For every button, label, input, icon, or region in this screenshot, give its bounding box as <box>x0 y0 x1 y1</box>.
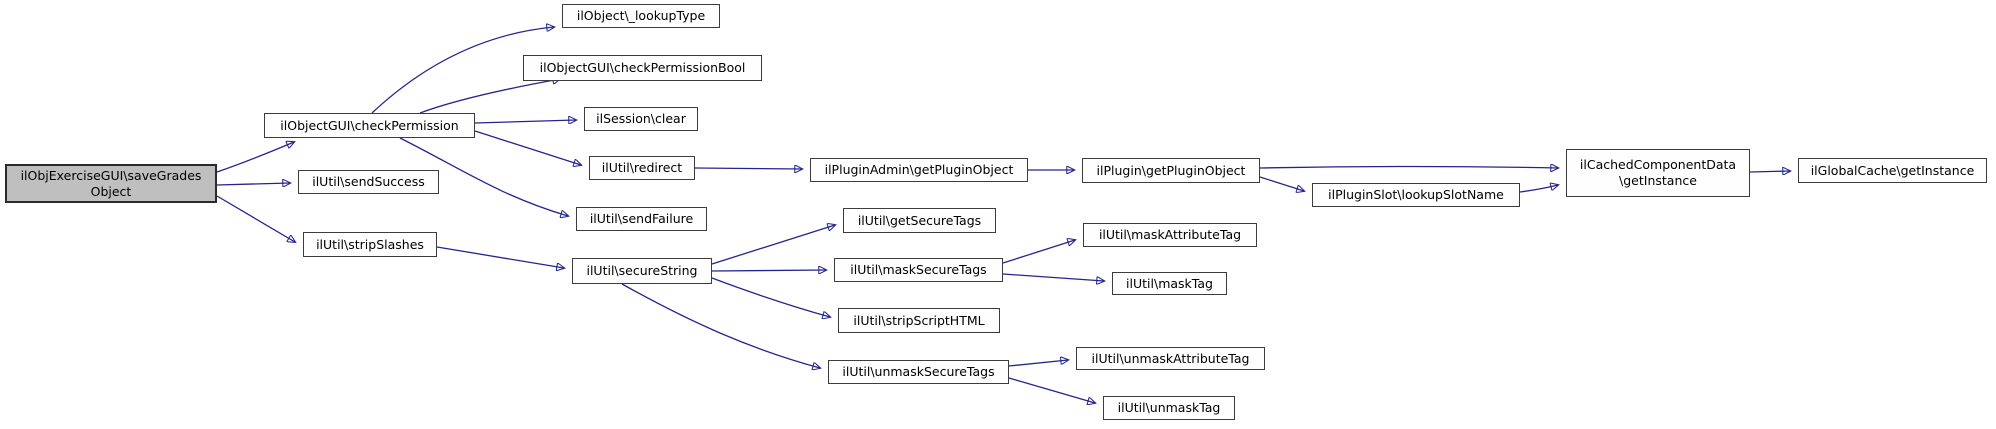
node-label: ilUtil\maskSecureTags <box>850 262 987 278</box>
edge-masksecuretags-to-maskattributetag <box>1002 240 1075 264</box>
node-ilplugin-getpluginobject[interactable]: ilPlugin\getPluginObject <box>1082 158 1260 183</box>
node-label: ilObject\_lookupType <box>576 8 706 24</box>
node-ilobject-lookuptype[interactable]: ilObject\_lookupType <box>562 4 720 28</box>
node-ilutil-maskattributetag[interactable]: ilUtil\maskAttributeTag <box>1083 223 1257 247</box>
node-ilutil-masksecuretags[interactable]: ilUtil\maskSecureTags <box>834 258 1003 282</box>
node-label: ilUtil\unmaskAttributeTag <box>1091 350 1250 366</box>
edge-unmasksecuretags-to-unmaskattributetag <box>1008 360 1068 367</box>
node-label: ilUtil\secureString <box>586 263 698 279</box>
edge-savegrades-to-sendsuccess <box>216 183 290 185</box>
node-label: ilUtil\stripSlashes <box>316 236 424 252</box>
node-label: ilCachedComponentData \getInstance <box>1579 157 1737 188</box>
node-label: ilSession\clear <box>596 111 686 127</box>
node-label: ilUtil\stripScriptHTML <box>853 312 985 328</box>
edge-savegrades-to-stripslashes <box>216 195 295 242</box>
node-label: ilUtil\maskAttributeTag <box>1098 227 1242 243</box>
node-label: ilObjectGUI\checkPermissionBool <box>539 60 746 76</box>
edge-checkpermission-to-sessionclear <box>474 120 576 123</box>
node-ilsession-clear[interactable]: ilSession\clear <box>584 107 698 131</box>
node-ilutil-unmaskattributetag[interactable]: ilUtil\unmaskAttributeTag <box>1076 347 1265 370</box>
node-ilutil-unmasksecuretags[interactable]: ilUtil\unmaskSecureTags <box>828 360 1009 384</box>
edge-securestring-to-masksecuretags <box>711 270 826 271</box>
node-ilutil-getsecuretags[interactable]: ilUtil\getSecureTags <box>843 208 996 233</box>
node-ilcachedcomponentdata-getinstance[interactable]: ilCachedComponentData \getInstance <box>1566 149 1750 197</box>
node-label: ilUtil\getSecureTags <box>857 212 982 228</box>
node-label: ilUtil\unmaskTag <box>1117 400 1221 416</box>
node-label: ilUtil\sendFailure <box>589 211 694 227</box>
node-label: ilUtil\unmaskSecureTags <box>842 364 995 380</box>
edge-masksecuretags-to-masktag <box>1002 273 1104 281</box>
node-ilutil-sendfailure[interactable]: ilUtil\sendFailure <box>576 207 707 231</box>
node-ilutil-unmasktag[interactable]: ilUtil\unmaskTag <box>1103 396 1235 420</box>
edge-plugin-to-pluginslot <box>1259 176 1304 191</box>
edge-securestring-to-unmasksecuretags <box>621 283 820 368</box>
edge-securestring-to-getsecuretags <box>711 225 835 265</box>
edge-savegrades-to-checkpermission <box>216 142 294 173</box>
node-ilutil-stripscripthtml[interactable]: ilUtil\stripScriptHTML <box>838 308 1000 333</box>
edge-plugin-to-cachedcomponentdata <box>1259 167 1558 169</box>
edge-securestring-to-stripscripthtml <box>711 277 830 317</box>
node-ilpluginadmin-getpluginobject[interactable]: ilPluginAdmin\getPluginObject <box>810 158 1028 182</box>
node-label: ilGlobalCache\getInstance <box>1810 162 1975 178</box>
node-ilutil-securestring[interactable]: ilUtil\secureString <box>572 258 712 284</box>
node-label: ilObjectGUI\checkPermission <box>280 117 459 133</box>
edge-pluginslot-to-cachedcomponentdata <box>1519 185 1558 193</box>
node-ilutil-redirect[interactable]: ilUtil\redirect <box>589 156 695 180</box>
node-ilobjectgui-checkpermissionbool[interactable]: ilObjectGUI\checkPermissionBool <box>523 55 762 81</box>
edge-redirect-to-pluginadmin <box>694 168 802 169</box>
node-ilutil-sendsuccess[interactable]: ilUtil\sendSuccess <box>298 170 439 194</box>
node-label: ilPluginSlot\lookupSlotName <box>1328 187 1504 203</box>
edge-cachedcomponentdata-to-globalcache <box>1749 171 1790 172</box>
node-ilpluginslot-lookupslotname[interactable]: ilPluginSlot\lookupSlotName <box>1312 183 1520 207</box>
node-ilobjexercisegui-savegradesobject: ilObjExerciseGUI\saveGrades Object <box>5 164 217 203</box>
node-label: ilUtil\redirect <box>601 160 683 176</box>
node-label: ilPlugin\getPluginObject <box>1096 162 1246 178</box>
node-ilutil-masktag[interactable]: ilUtil\maskTag <box>1112 272 1227 295</box>
node-ilglobalcache-getinstance[interactable]: ilGlobalCache\getInstance <box>1798 158 1987 183</box>
node-ilobjectgui-checkpermission[interactable]: ilObjectGUI\checkPermission <box>264 113 475 138</box>
node-label: ilUtil\sendSuccess <box>312 174 425 190</box>
node-ilutil-stripslashes[interactable]: ilUtil\stripSlashes <box>303 232 437 257</box>
node-label: ilPluginAdmin\getPluginObject <box>824 162 1014 178</box>
node-label: ilObjExerciseGUI\saveGrades Object <box>20 167 202 199</box>
edge-checkpermission-to-checkpermissionbool <box>419 79 560 114</box>
node-label: ilUtil\maskTag <box>1126 275 1213 291</box>
edge-stripslashes-to-securestring <box>436 246 564 268</box>
edge-unmasksecuretags-to-unmasktag <box>1008 377 1095 403</box>
edge-checkpermission-to-redirect <box>474 130 581 165</box>
